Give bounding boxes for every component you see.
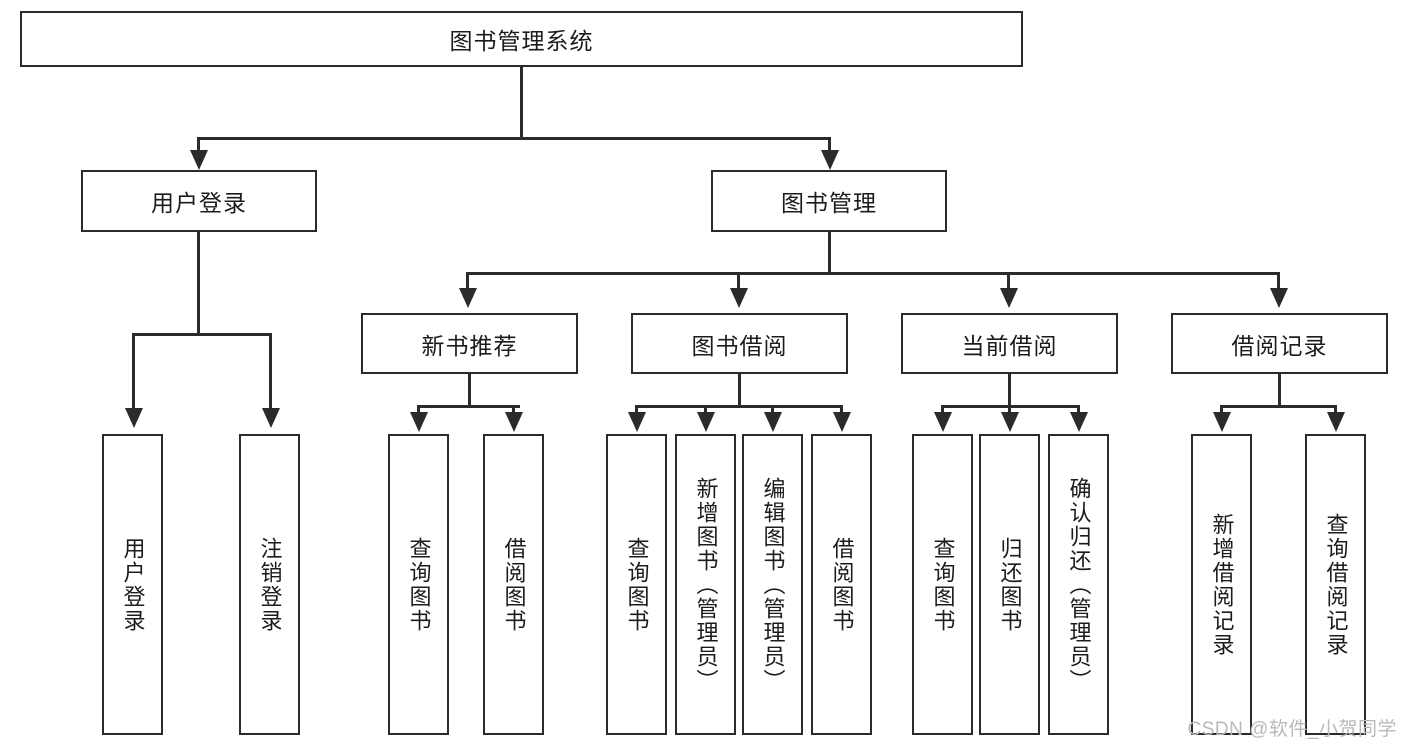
- arrow-down-icon: [262, 408, 280, 428]
- node-label: 图书管理系统: [449, 28, 594, 54]
- node-borrow-record[interactable]: 借阅记录: [1171, 313, 1388, 374]
- node-label: 图书管理: [781, 190, 877, 216]
- node-root-book-management-system[interactable]: 图书管理系统: [20, 11, 1023, 67]
- arrow-down-icon: [1213, 412, 1231, 432]
- connector-current-borrow-drop-3: [1077, 405, 1080, 415]
- connector-user-login-drop-1: [132, 333, 135, 413]
- arrow-down-icon: [697, 412, 715, 432]
- connector-new-book-drop-1: [417, 405, 420, 415]
- node-leaf-query-book-borrow[interactable]: 查询图书: [606, 434, 667, 735]
- node-label: 归还图书: [997, 536, 1023, 633]
- node-label: 确认归还（管理员）: [1066, 476, 1092, 693]
- node-new-book-recommend[interactable]: 新书推荐: [361, 313, 578, 374]
- node-label: 查询图书: [624, 536, 650, 633]
- node-label: 新增借阅记录: [1209, 512, 1235, 657]
- connector-current-borrow-drop-1: [941, 405, 944, 415]
- connector-book-borrow-stem: [738, 374, 741, 408]
- node-leaf-add-book-admin[interactable]: 新增图书（管理员）: [675, 434, 736, 735]
- arrow-down-icon: [459, 288, 477, 308]
- node-book-management[interactable]: 图书管理: [711, 170, 947, 232]
- node-leaf-add-borrow-record[interactable]: 新增借阅记录: [1191, 434, 1252, 735]
- arrow-down-icon: [730, 288, 748, 308]
- node-label: 图书借阅: [691, 332, 788, 359]
- node-label: 新增图书（管理员）: [693, 476, 719, 693]
- arrow-down-icon: [410, 412, 428, 432]
- connector-current-borrow-drop-2: [1008, 405, 1011, 415]
- arrow-down-icon: [1000, 288, 1018, 308]
- node-leaf-query-borrow-record[interactable]: 查询借阅记录: [1305, 434, 1366, 735]
- connector-book-borrow-drop-4: [840, 405, 843, 415]
- node-leaf-edit-book-admin[interactable]: 编辑图书（管理员）: [742, 434, 803, 735]
- arrow-down-icon: [934, 412, 952, 432]
- arrow-down-icon: [833, 412, 851, 432]
- node-leaf-return-book[interactable]: 归还图书: [979, 434, 1040, 735]
- connector-borrow-record-stem: [1278, 374, 1281, 408]
- node-leaf-user-login[interactable]: 用户登录: [102, 434, 163, 735]
- connector-level2-drop-2: [828, 137, 831, 155]
- connector-level3-drop-3: [1007, 272, 1010, 292]
- connector-book-borrow-drop-3: [771, 405, 774, 415]
- connector-level2-bus: [197, 137, 831, 140]
- arrow-down-icon: [125, 408, 143, 428]
- connector-level3-drop-4: [1277, 272, 1280, 292]
- node-leaf-borrow-book[interactable]: 借阅图书: [811, 434, 872, 735]
- node-label: 借阅图书: [501, 536, 527, 633]
- node-leaf-query-book-recommend[interactable]: 查询图书: [388, 434, 449, 735]
- connector-new-book-stem: [468, 374, 471, 408]
- arrow-down-icon: [190, 150, 208, 170]
- connector-user-login-drop-2: [269, 333, 272, 413]
- connector-borrow-record-drop-1: [1220, 405, 1223, 415]
- connector-user-login-bus: [132, 333, 272, 336]
- arrow-down-icon: [764, 412, 782, 432]
- connector-new-book-bus: [417, 405, 520, 408]
- node-label: 借阅图书: [829, 536, 855, 633]
- connector-current-borrow-stem: [1008, 374, 1011, 408]
- connector-level3-drop-2: [737, 272, 740, 292]
- connector-borrow-record-bus: [1220, 405, 1337, 408]
- node-label: 用户登录: [120, 536, 146, 633]
- arrow-down-icon: [628, 412, 646, 432]
- node-label: 新书推荐: [421, 332, 518, 359]
- arrow-down-icon: [1270, 288, 1288, 308]
- arrow-down-icon: [1070, 412, 1088, 432]
- node-current-borrow[interactable]: 当前借阅: [901, 313, 1118, 374]
- arrow-down-icon: [1001, 412, 1019, 432]
- node-label: 编辑图书（管理员）: [760, 476, 786, 693]
- node-book-borrow[interactable]: 图书借阅: [631, 313, 848, 374]
- node-leaf-borrow-book-recommend[interactable]: 借阅图书: [483, 434, 544, 735]
- node-leaf-confirm-return-admin[interactable]: 确认归还（管理员）: [1048, 434, 1109, 735]
- node-label: 用户登录: [151, 190, 247, 216]
- node-leaf-logout[interactable]: 注销登录: [239, 434, 300, 735]
- node-label: 借阅记录: [1231, 332, 1328, 359]
- connector-level3-drop-1: [466, 272, 469, 292]
- node-user-login[interactable]: 用户登录: [81, 170, 317, 232]
- arrow-down-icon: [505, 412, 523, 432]
- connector-book-management-stem: [828, 232, 831, 274]
- node-label: 当前借阅: [961, 332, 1058, 359]
- connector-level2-drop-1: [197, 137, 200, 155]
- node-leaf-query-book-current[interactable]: 查询图书: [912, 434, 973, 735]
- connector-book-borrow-bus: [635, 405, 842, 408]
- node-label: 注销登录: [257, 536, 283, 633]
- node-label: 查询图书: [930, 536, 956, 633]
- node-label: 查询图书: [406, 536, 432, 633]
- connector-level3-bus: [466, 272, 1278, 275]
- arrow-down-icon: [1327, 412, 1345, 432]
- connector-root-stem: [520, 67, 523, 139]
- connector-user-login-stem: [197, 232, 200, 335]
- connector-book-borrow-drop-2: [704, 405, 707, 415]
- arrow-down-icon: [821, 150, 839, 170]
- connector-borrow-record-drop-2: [1334, 405, 1337, 415]
- node-label: 查询借阅记录: [1323, 512, 1349, 657]
- connector-new-book-drop-2: [512, 405, 515, 415]
- connector-book-borrow-drop-1: [635, 405, 638, 415]
